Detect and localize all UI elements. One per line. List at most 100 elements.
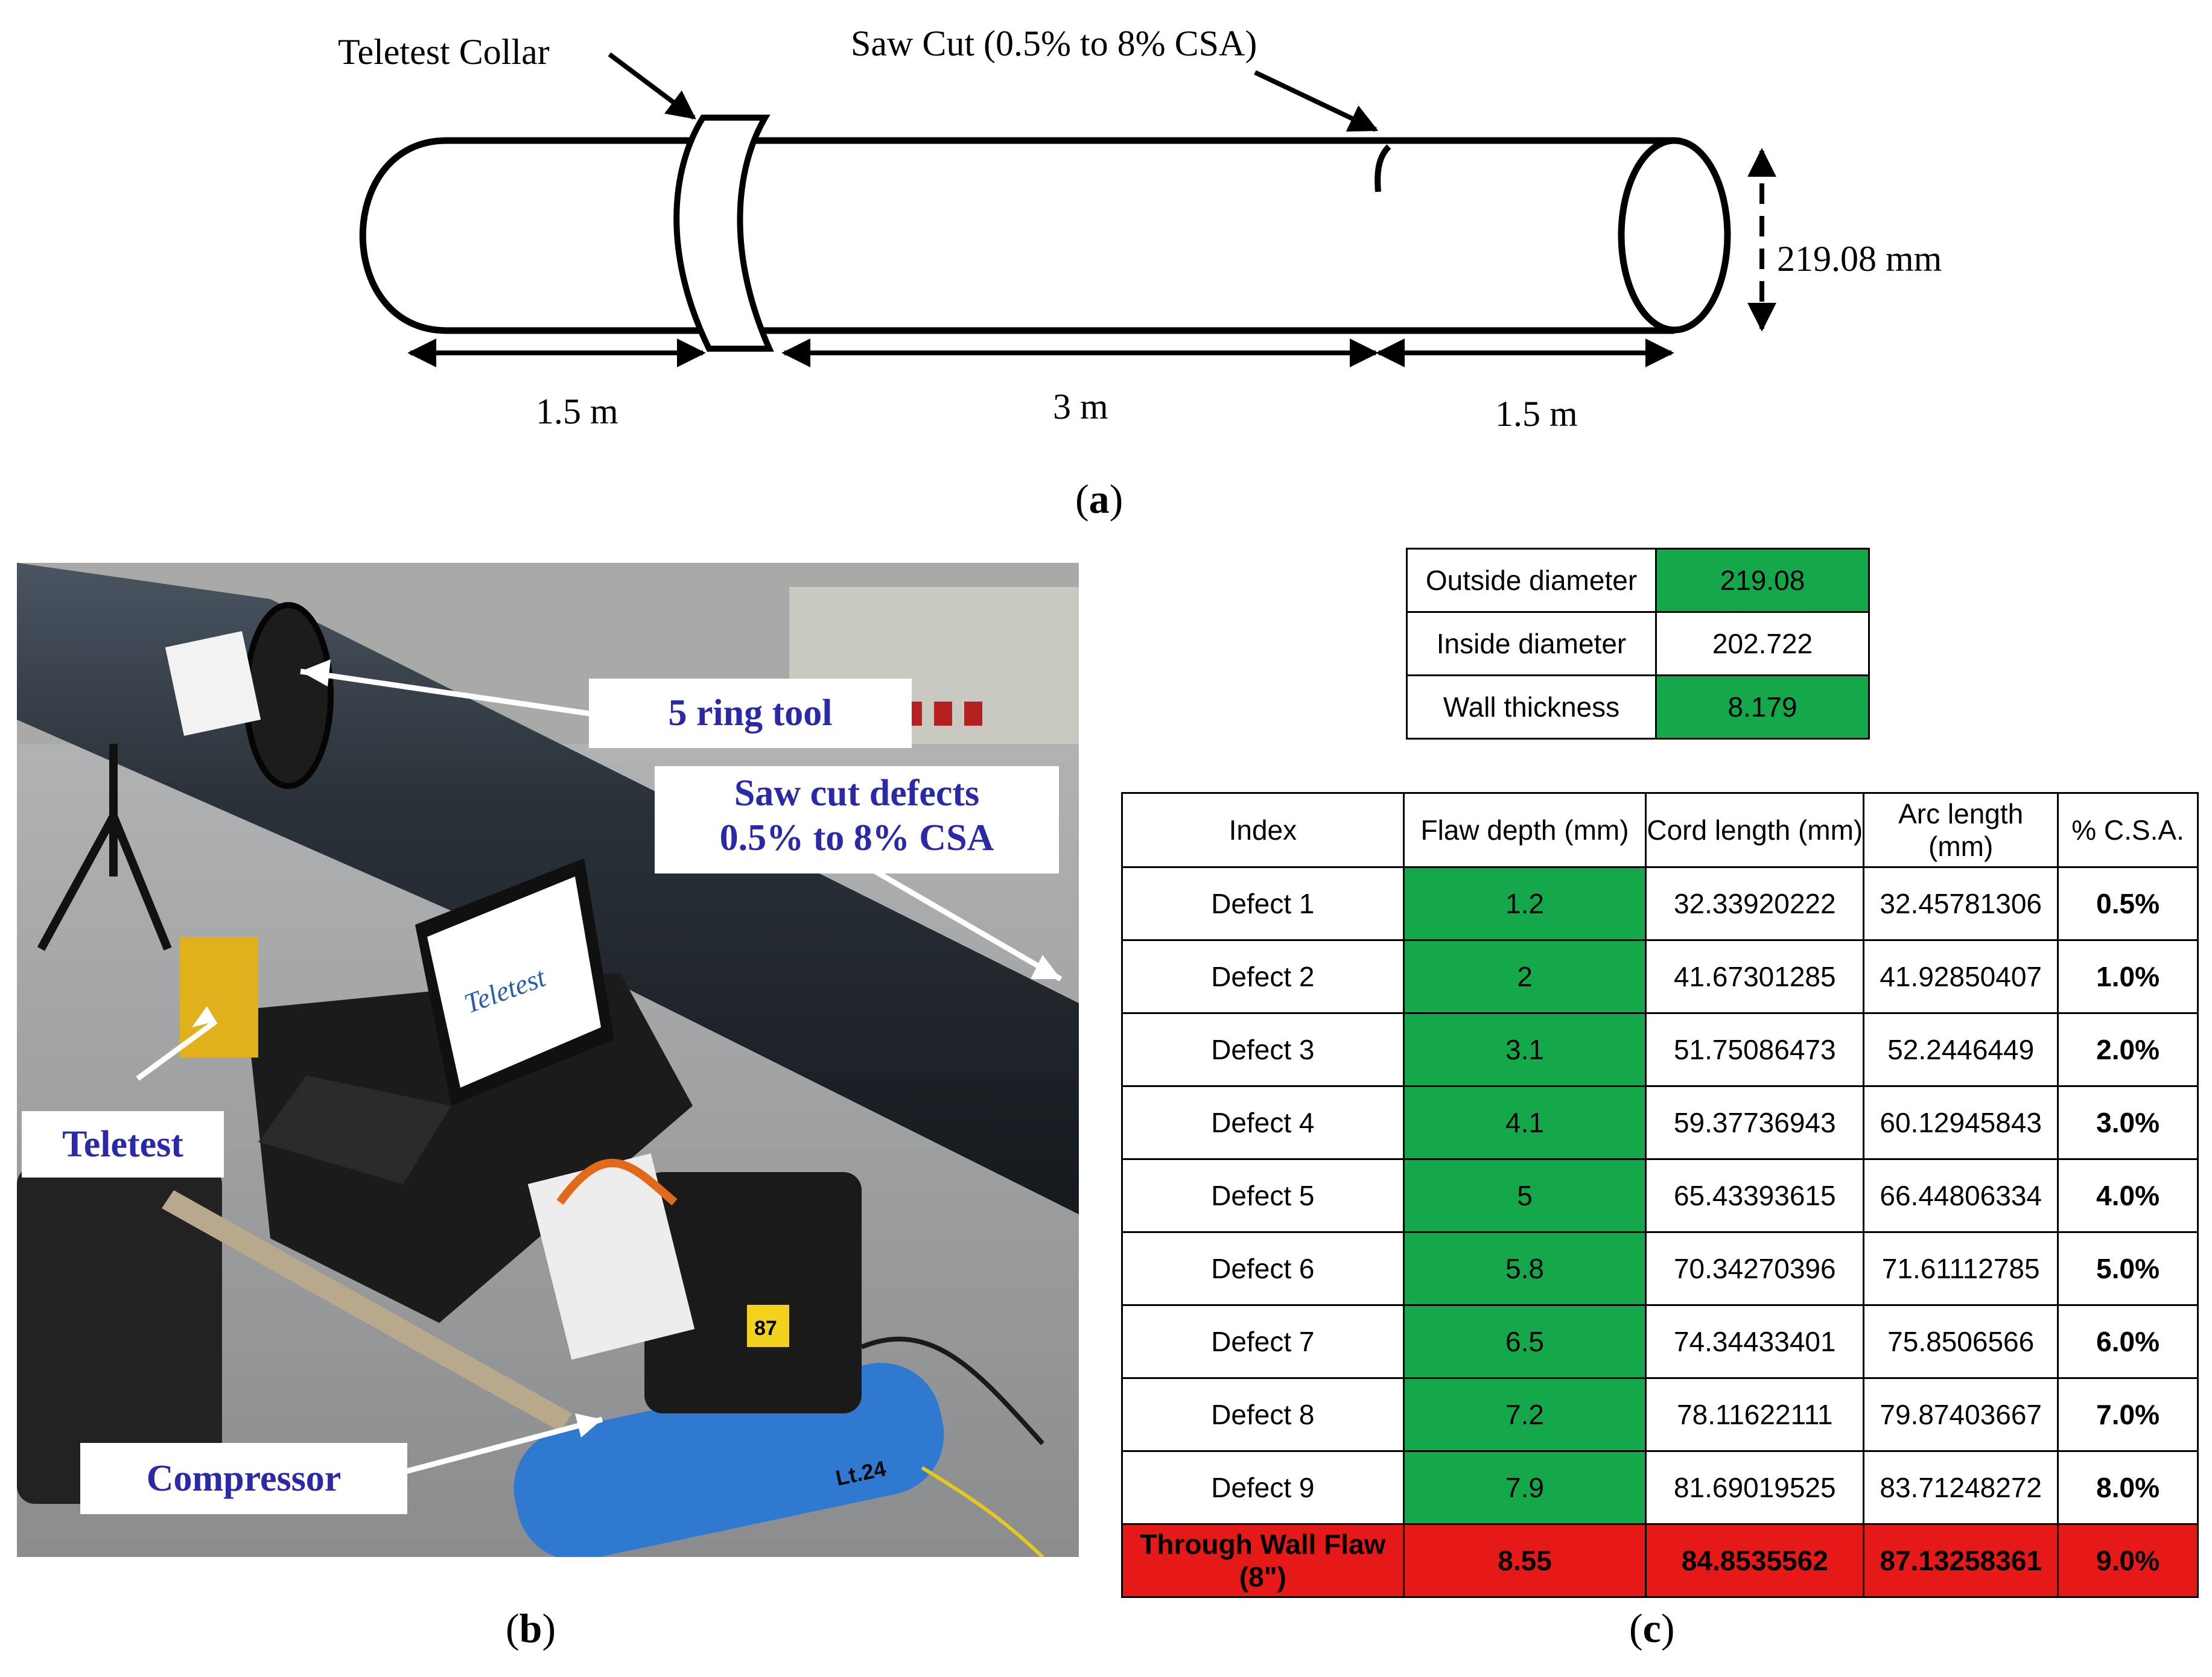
cell-cord-length: 51.75086473 [1645,1012,1865,1087]
caption-a: (a) [1075,476,1123,522]
cell-index: Defect 2 [1121,939,1405,1014]
cell-arc-length: 79.87403667 [1863,1377,2059,1452]
cell-cord-length: 78.11622111 [1645,1377,1865,1452]
cell-csa: 5.0% [2057,1231,2199,1306]
cell-arc-length: 41.92850407 [1863,939,2059,1014]
caption-c: (c) [1629,1605,1675,1651]
cell-csa: 7.0% [2057,1377,2199,1452]
laptop-case [246,973,693,1323]
compressor-motor [644,1172,862,1413]
property-value: 202.722 [1655,611,1870,676]
collar-arrow [608,52,696,120]
photo-illustration: Teletest 87 Lt.24 [17,563,1079,1557]
sawcut-arrow [1254,70,1379,132]
callout-compressor: Compressor [80,1443,407,1514]
cell-flaw-depth: 3.1 [1402,1012,1647,1087]
cell-arc-length: 60.12945843 [1863,1085,2059,1160]
cell-index: Through Wall Flaw (8") [1121,1523,1405,1598]
cell-index: Defect 7 [1121,1304,1405,1379]
cell-csa: 3.0% [2057,1085,2199,1160]
property-value: 219.08 [1655,548,1870,613]
cell-index: Defect 6 [1121,1231,1405,1306]
collar-band [673,115,774,352]
cell-cord-length: 65.43393615 [1645,1158,1865,1233]
cell-cord-length: 74.34433401 [1645,1304,1865,1379]
property-label: Inside diameter [1406,611,1657,676]
cell-arc-length: 83.71248272 [1863,1450,2059,1525]
cell-index: Defect 9 [1121,1450,1405,1525]
defect-table-header-row: Index Flaw depth (mm) Cord length (mm) A… [1121,792,2199,868]
defect-table: Index Flaw depth (mm) Cord length (mm) A… [1121,792,2199,1598]
header-cord-length: Cord length (mm) [1645,792,1865,868]
header-flaw-depth: Flaw depth (mm) [1402,792,1647,868]
cell-index: Defect 8 [1121,1377,1405,1452]
callout-sawcut-defects: Saw cut defects 0.5% to 8% CSA [655,766,1059,873]
manual-leaflet [527,1153,695,1360]
ring-tool [243,602,334,789]
callout-ring-tool: 5 ring tool [589,679,912,748]
cell-csa: 1.0% [2057,939,2199,1014]
cell-flaw-depth: 6.5 [1402,1304,1647,1379]
ring-tool-arrow [300,668,591,717]
teletest-arrow [136,1019,218,1081]
compressor-arrow [396,1416,603,1477]
sawcut-label: Saw Cut (0.5% to 8% CSA) [851,24,1257,63]
caption-b: (b) [506,1605,556,1651]
pipe-schematic [359,52,1776,367]
cell-flaw-depth: 5 [1402,1158,1647,1233]
black-case-left [17,1166,222,1504]
cell-arc-length: 87.13258361 [1863,1523,2059,1598]
pipe-end-ellipse [1618,137,1731,334]
cell-arc-length: 66.44806334 [1863,1158,2059,1233]
cell-csa: 4.0% [2057,1158,2199,1233]
cell-flaw-depth: 7.2 [1402,1377,1647,1452]
cell-cord-length: 84.8535562 [1645,1523,1865,1598]
experiment-photo: Teletest 87 Lt.24 [17,563,1079,1557]
diameter-label: 219.08 mm [1777,239,1942,279]
cell-index: Defect 5 [1121,1158,1405,1233]
cell-flaw-depth: 4.1 [1402,1085,1647,1160]
cell-cord-length: 81.69019525 [1645,1450,1865,1525]
cell-csa: 2.0% [2057,1012,2199,1087]
saw-cut-mark [1375,144,1391,192]
pipe-outline [359,137,1674,334]
segment-right-label: 1.5 m [1495,394,1578,434]
cell-cord-length: 59.37736943 [1645,1085,1865,1160]
header-arc-length: Arc length (mm) [1863,792,2059,868]
property-label: Outside diameter [1406,548,1657,613]
property-value: 8.179 [1655,674,1870,740]
property-label: Wall thickness [1406,674,1657,740]
cell-arc-length: 71.61112785 [1863,1231,2059,1306]
cell-arc-length: 32.45781306 [1863,866,2059,941]
cell-arc-length: 52.2446449 [1863,1012,2059,1087]
callout-sawcut-line2: 0.5% to 8% CSA [719,817,994,859]
cell-index: Defect 1 [1121,866,1405,941]
header-index: Index [1121,792,1405,868]
segment-left-label: 1.5 m [536,392,618,431]
laptop-keyboard [258,1076,451,1184]
cell-cord-length: 70.34270396 [1645,1231,1865,1306]
gauge-badge-text: 87 [754,1317,777,1340]
cell-csa: 8.0% [2057,1450,2199,1525]
header-csa: % C.S.A. [2057,792,2199,868]
cell-flaw-depth: 1.2 [1402,866,1647,941]
cell-flaw-depth: 7.9 [1402,1450,1647,1525]
cell-index: Defect 3 [1121,1012,1405,1087]
sawcut-defects-arrow [872,868,1063,981]
cell-flaw-depth: 2 [1402,939,1647,1014]
cell-cord-length: 41.67301285 [1645,939,1865,1014]
cell-cord-length: 32.33920222 [1645,866,1865,941]
